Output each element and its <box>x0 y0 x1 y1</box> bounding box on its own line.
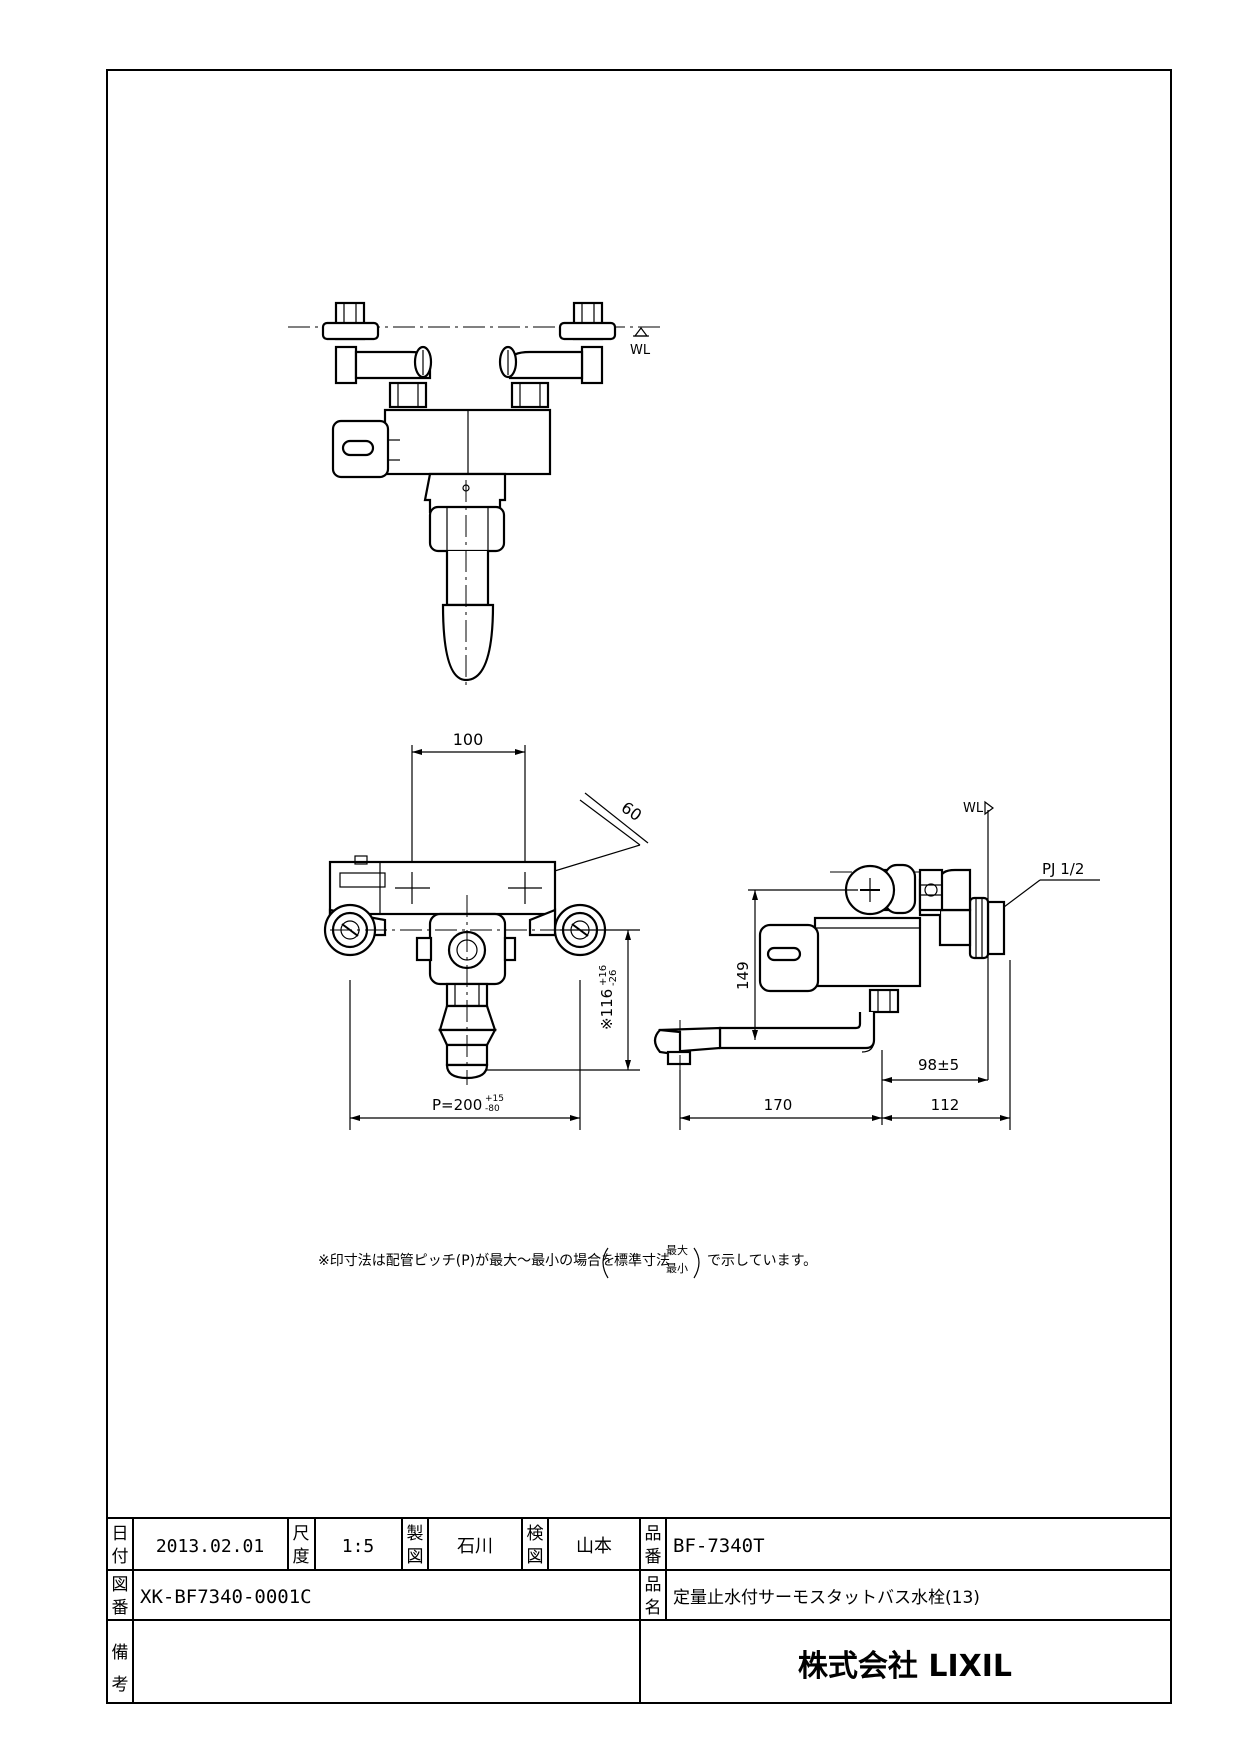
drawing-no-value: XK-BF7340-0001C <box>140 1586 312 1608</box>
checked-value: 山本 <box>576 1536 612 1557</box>
dim-116-tol-minus: -26 <box>608 970 619 986</box>
dim-pitch-tol-minus: -80 <box>485 1104 500 1114</box>
footnote: ※印寸法は配管ピッチ(P)が最大～最小の場合を 標準寸法 最大 最小 で示してい… <box>318 1243 817 1279</box>
front-view: 100 60 <box>323 730 649 1130</box>
product-name-label-2: 名 <box>645 1598 662 1618</box>
drawn-label-2: 図 <box>407 1547 424 1567</box>
dim-98: 98±5 <box>918 1056 959 1074</box>
note-suffix: で示しています。 <box>707 1253 817 1269</box>
remarks-label-2: 考 <box>112 1675 129 1695</box>
dim-170: 170 <box>764 1096 793 1114</box>
part-no-value: BF-7340T <box>673 1535 765 1557</box>
date-value: 2013.02.01 <box>156 1536 264 1557</box>
scale-value: 1:5 <box>342 1536 375 1557</box>
date-label-2: 付 <box>112 1547 129 1567</box>
product-name-value: 定量止水付サーモスタットバス水栓(13) <box>673 1588 980 1608</box>
dim-116: ※116 <box>598 989 616 1030</box>
pj-label: PJ 1/2 <box>1042 860 1084 878</box>
part-no-label-2: 番 <box>645 1547 662 1567</box>
scale-label-2: 度 <box>293 1547 310 1567</box>
drawn-value: 石川 <box>457 1536 493 1557</box>
dim-pitch-tol-plus: +15 <box>485 1094 504 1104</box>
drawn-label-1: 製 <box>407 1524 424 1544</box>
top-view: WL <box>288 301 660 690</box>
dim-149: 149 <box>734 961 752 990</box>
drawing-no-label-1: 図 <box>112 1575 129 1595</box>
wl-label-top: WL <box>630 343 651 358</box>
note-min: 最小 <box>666 1262 688 1275</box>
remarks-label-1: 備 <box>112 1643 129 1663</box>
title-block: 日 付 2013.02.01 尺 度 1:5 製 図 石川 検 図 山本 品 番… <box>107 1517 1171 1703</box>
dim-112: 112 <box>931 1096 960 1114</box>
company-logo: 株式会社 LIXIL <box>798 1649 1012 1684</box>
date-label-1: 日 <box>112 1524 129 1544</box>
scale-label-1: 尺 <box>293 1524 310 1544</box>
checked-label-1: 検 <box>527 1524 544 1544</box>
drawing-no-label-2: 番 <box>112 1598 129 1618</box>
product-name-label-1: 品 <box>645 1575 662 1595</box>
checked-label-2: 図 <box>527 1547 544 1567</box>
dim-pitch: P=200 <box>432 1096 482 1114</box>
side-view: WL PJ 1/2 <box>653 800 1100 1130</box>
sheet-border <box>106 69 1172 1704</box>
dim-60: 60 <box>618 798 646 825</box>
note-inner: 標準寸法 <box>614 1253 670 1269</box>
note-max: 最大 <box>666 1243 688 1257</box>
note-prefix: ※印寸法は配管ピッチ(P)が最大～最小の場合を <box>318 1253 615 1269</box>
part-no-label-1: 品 <box>645 1524 662 1544</box>
dim-100: 100 <box>453 730 484 749</box>
dim-116-tol-plus: +16 <box>598 965 609 986</box>
wl-label-side: WL <box>963 801 984 816</box>
